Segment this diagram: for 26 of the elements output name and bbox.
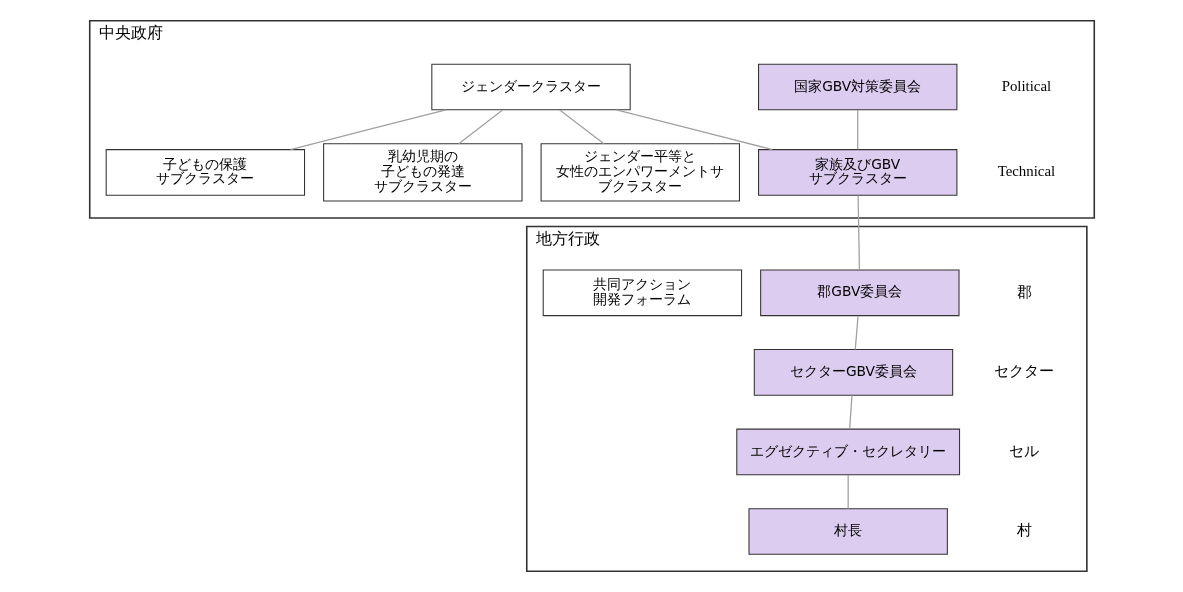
connector: [457, 109, 503, 145]
connector: [856, 194, 860, 271]
node-box: 共同アクション開発フォーラム: [542, 269, 742, 317]
node-box: 家族及びGBVサブクラスター: [757, 149, 957, 196]
node-box: 村長: [747, 508, 948, 555]
connector: [847, 474, 849, 510]
connector: [848, 394, 853, 430]
connector: [854, 315, 859, 351]
node-box: ジェンダークラスター: [430, 63, 631, 111]
connector: [289, 109, 446, 151]
node-box: エグゼクティブ・セクレタリー: [735, 428, 960, 476]
connector: [615, 109, 773, 151]
label: Technical: [997, 163, 1055, 180]
node-box: 乳幼児期の子どもの発達サブクラスター: [322, 143, 522, 202]
label: セクター: [993, 363, 1054, 380]
node-box: ジェンダー平等と女性のエンパワーメントサブクラスター: [540, 143, 740, 202]
connector: [558, 109, 605, 145]
node-box: セクターGBV委員会: [753, 349, 953, 396]
label: セル: [1008, 442, 1039, 459]
node-box: 郡GBV委員会: [759, 269, 960, 317]
node-box: 国家GBV対策委員会: [757, 63, 957, 111]
label: 郡: [1016, 283, 1032, 300]
connector: [856, 109, 858, 150]
node-box: 子どもの保護サブクラスター: [105, 149, 305, 196]
label: Political: [1001, 77, 1051, 94]
label: 村: [1016, 522, 1032, 539]
